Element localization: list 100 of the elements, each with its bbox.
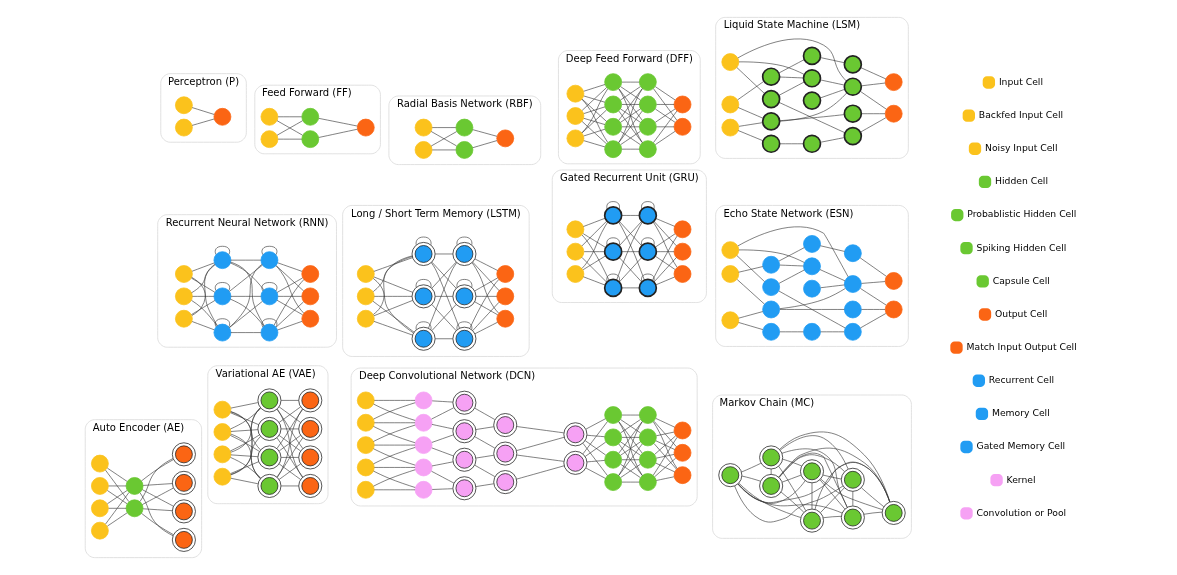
legend-label: Input Cell	[998, 75, 1043, 87]
connector	[737, 107, 764, 119]
connector	[781, 474, 802, 483]
connector	[230, 412, 259, 425]
connector	[415, 321, 432, 330]
connector	[230, 402, 259, 409]
connector	[373, 257, 413, 272]
node-circle	[843, 126, 863, 146]
node-circle	[91, 477, 109, 495]
node-circle	[260, 107, 279, 126]
node-circle	[673, 95, 692, 114]
node-circle	[496, 309, 515, 328]
node-circle	[125, 477, 144, 495]
connector	[581, 221, 608, 269]
connector	[261, 245, 278, 255]
connector	[653, 88, 678, 121]
connector	[276, 409, 304, 449]
connector	[655, 233, 676, 248]
node-circle	[762, 322, 780, 341]
node-circle	[761, 89, 781, 109]
connector	[105, 492, 130, 525]
connector	[583, 140, 606, 148]
connector	[618, 421, 643, 476]
connector	[142, 483, 173, 486]
legend-label: Backfed Input Cell	[978, 109, 1064, 121]
legend-label: Memory Cell	[991, 407, 1050, 419]
node-circle	[884, 73, 903, 91]
connector	[435, 296, 454, 297]
connector	[820, 245, 845, 252]
connector	[581, 98, 607, 122]
node-circle	[604, 73, 623, 91]
legend-label: Hidden Cell	[995, 175, 1048, 187]
connector	[191, 300, 218, 327]
legend-label: Noisy Input Cell	[985, 142, 1058, 154]
cluster: Recurrent Neural Network (RNN)	[157, 214, 337, 348]
node-circle	[604, 95, 623, 114]
node-circle	[260, 130, 279, 148]
cluster: Long / Short Term Memory (LSTM)	[342, 205, 530, 357]
connector	[415, 279, 432, 288]
connector	[863, 511, 883, 515]
node-circle	[802, 46, 822, 66]
node-circle	[638, 117, 657, 136]
node-circle	[638, 278, 658, 298]
connector	[277, 296, 302, 297]
connector	[779, 76, 804, 79]
node-circle	[414, 413, 433, 432]
node-circle	[91, 454, 109, 473]
connector	[653, 221, 678, 268]
connector	[581, 220, 607, 247]
node-circle	[843, 55, 863, 74]
node-circle	[566, 265, 585, 283]
connector	[782, 458, 802, 467]
node-circle	[260, 251, 279, 269]
node-circle	[673, 220, 692, 239]
legend-label: Match Input Output Cell	[966, 341, 1077, 352]
connector	[778, 447, 890, 503]
connector	[139, 458, 174, 502]
node-circle	[803, 257, 821, 276]
connector	[737, 130, 764, 141]
node-circle	[213, 423, 232, 441]
connector	[655, 218, 675, 227]
connector	[583, 118, 606, 125]
connector	[191, 118, 215, 126]
node-circle	[604, 473, 623, 491]
node-circle	[356, 287, 375, 306]
node-circle	[496, 129, 515, 148]
connector	[653, 221, 677, 247]
connector	[655, 86, 676, 101]
connector	[778, 269, 805, 284]
node-circle	[603, 242, 623, 261]
cluster: Auto Encoder (AE)	[84, 419, 202, 558]
node-circle	[213, 107, 232, 126]
connector	[656, 126, 675, 128]
node-circle	[414, 480, 433, 499]
connector	[230, 408, 262, 430]
connector	[431, 407, 454, 420]
connector	[737, 462, 891, 503]
connector	[655, 131, 676, 145]
node-circle	[356, 391, 375, 410]
connector	[778, 454, 845, 478]
connector	[475, 454, 495, 459]
connector	[641, 237, 655, 246]
node-circle	[673, 242, 692, 261]
connector	[736, 67, 765, 94]
node-circle	[414, 118, 433, 137]
connector	[770, 468, 772, 475]
connector	[620, 419, 641, 434]
connector	[655, 108, 676, 123]
connector	[582, 233, 606, 248]
connector	[431, 447, 454, 457]
node-circle	[843, 104, 863, 124]
node-circle	[604, 428, 623, 447]
connector	[822, 474, 842, 480]
node-circle	[496, 265, 515, 283]
connector	[191, 277, 216, 293]
connector	[107, 467, 128, 482]
connector	[656, 431, 675, 437]
node-circle	[884, 272, 903, 290]
legend-label: Probablistic Hidden Cell	[967, 208, 1077, 220]
node-circle	[721, 118, 740, 137]
